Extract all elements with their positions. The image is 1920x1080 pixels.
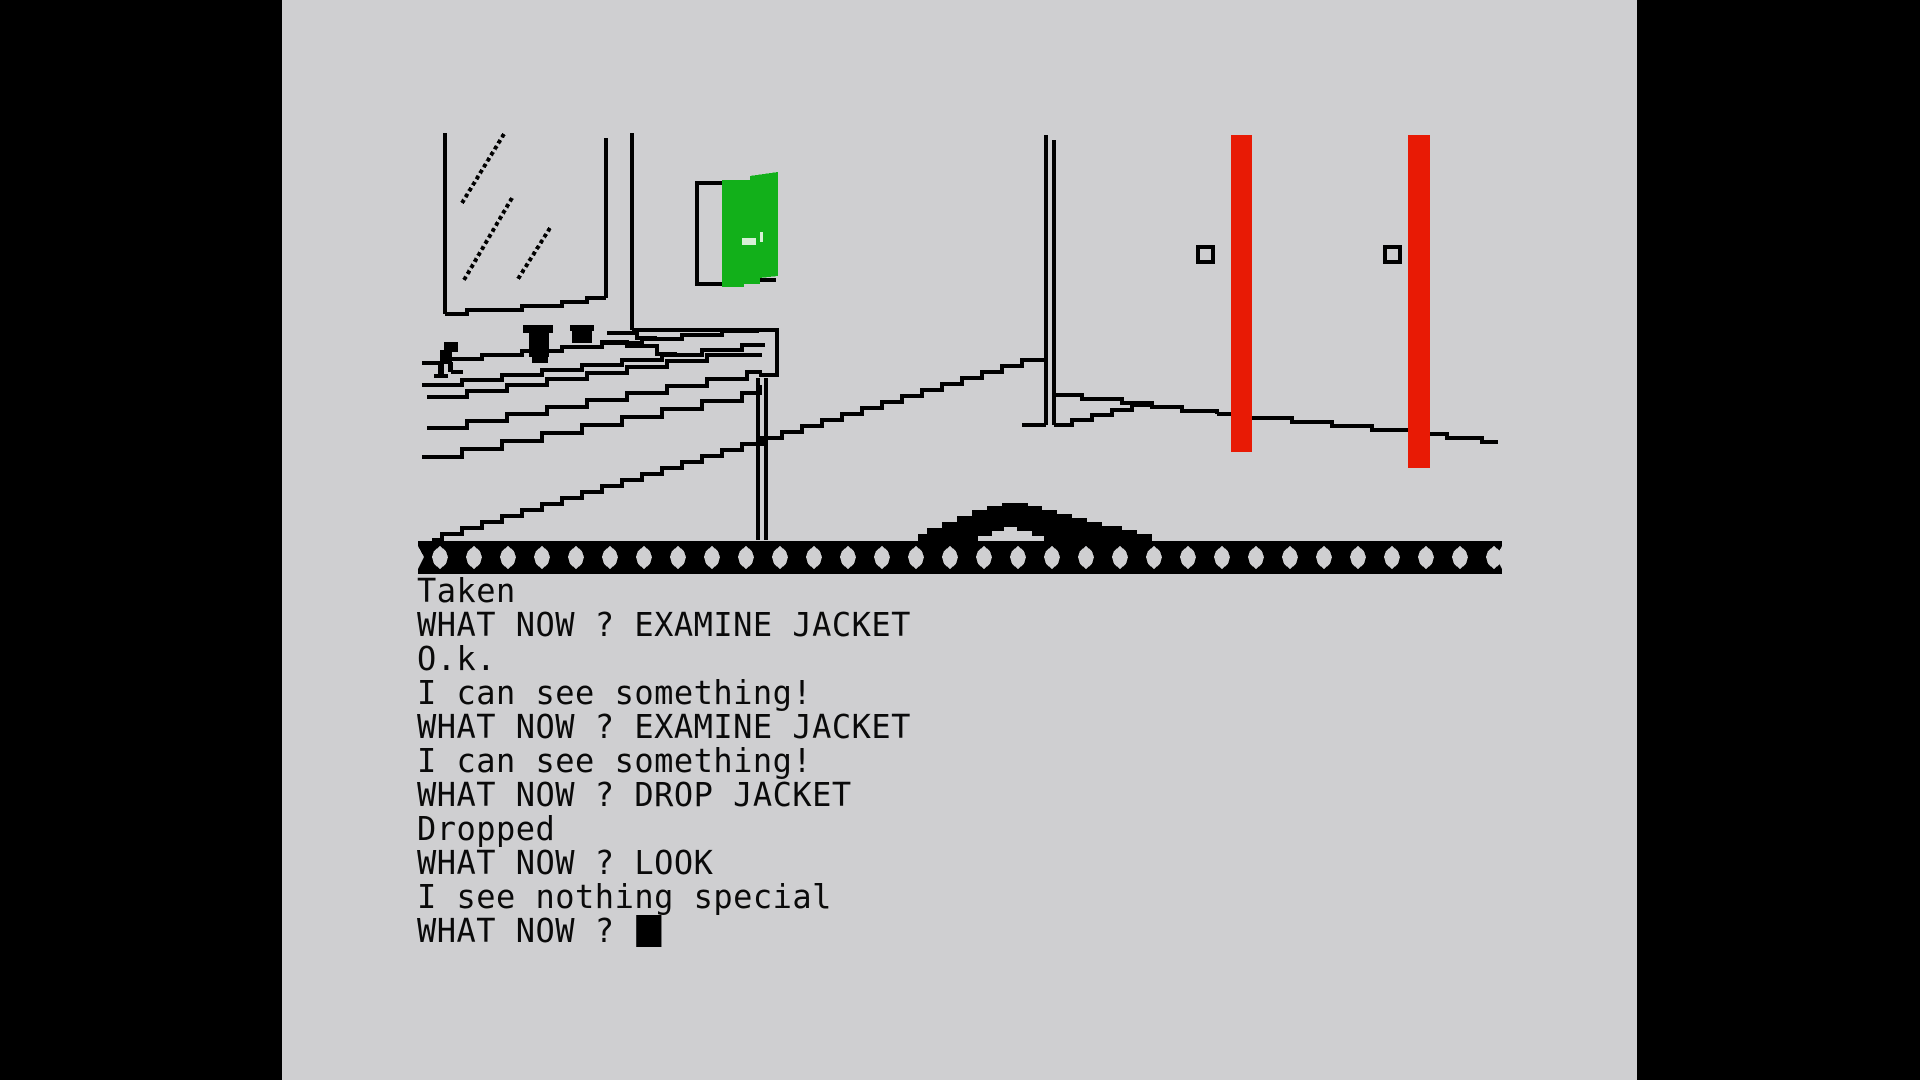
figure-icon — [434, 342, 463, 378]
console-line: WHAT NOW ? DROP JACKET — [417, 775, 852, 814]
command-input-line[interactable]: WHAT NOW ? — [417, 914, 1484, 948]
console-line: Dropped — [417, 809, 556, 848]
prompt-label: WHAT NOW ? — [417, 911, 635, 950]
game-screen: Taken WHAT NOW ? EXAMINE JACKET O.k. I c… — [282, 0, 1637, 1080]
mirror-icon — [443, 132, 608, 316]
door-icon — [1196, 135, 1252, 452]
console-line: I can see something! — [417, 741, 813, 780]
tap-icon — [523, 325, 594, 363]
console-line: WHAT NOW ? EXAMINE JACKET — [417, 605, 911, 644]
cabinet-icon — [695, 172, 778, 287]
scene-illustration — [282, 0, 1637, 600]
door-icon — [1383, 135, 1430, 468]
corner-wall — [1022, 135, 1219, 427]
console-line: O.k. — [417, 639, 497, 678]
counter-legs — [756, 378, 768, 540]
console-line: WHAT NOW ? LOOK — [417, 843, 714, 882]
floor-line-right — [1217, 412, 1498, 444]
jacket-icon — [918, 503, 1152, 541]
letterbox-left — [0, 0, 282, 1080]
console-line: WHAT NOW ? EXAMINE JACKET — [417, 707, 911, 746]
console-line: I see nothing special — [417, 877, 832, 916]
letterbox-right — [1637, 0, 1920, 1080]
console-line: I can see something! — [417, 673, 813, 712]
text-cursor — [636, 915, 662, 947]
text-console: Taken WHAT NOW ? EXAMINE JACKET O.k. I c… — [417, 574, 1484, 948]
console-line: Taken — [417, 571, 516, 610]
floor-line — [432, 358, 1048, 542]
border-strip — [418, 541, 1502, 574]
basin-icon — [422, 328, 779, 459]
